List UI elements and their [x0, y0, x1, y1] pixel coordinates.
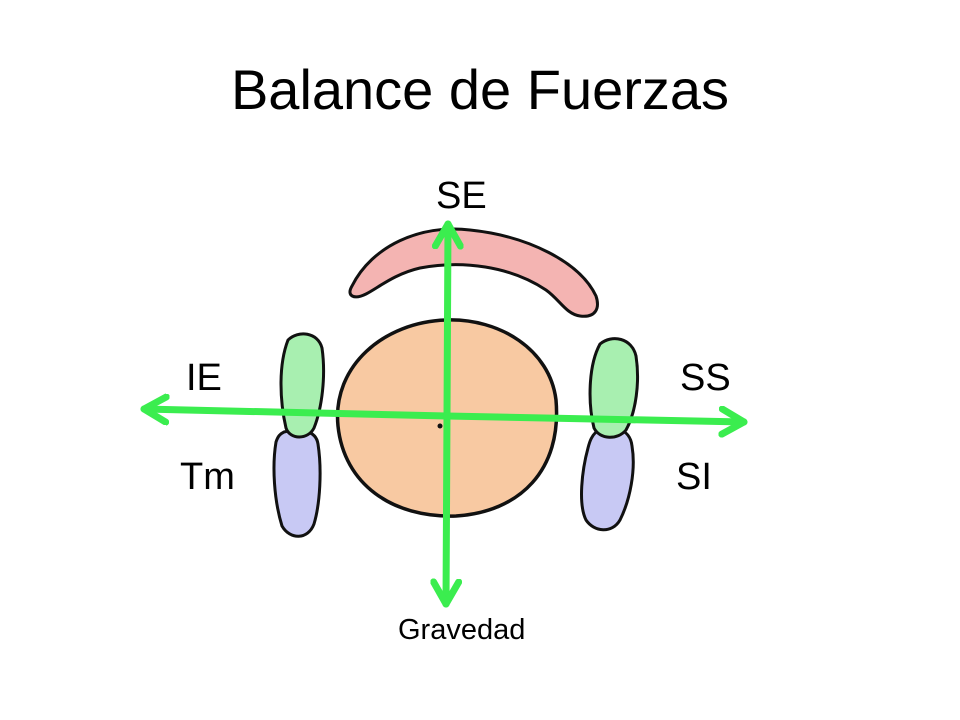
- label-ie: IE: [186, 357, 222, 399]
- left-pad-lower-shape: [272, 428, 322, 538]
- label-se: SE: [436, 175, 487, 217]
- label-tm: Tm: [180, 456, 235, 498]
- arrow-up: [447, 220, 448, 420]
- diagram-title: Balance de Fuerzas: [230, 58, 730, 121]
- arrow-down: [446, 412, 447, 608]
- label-gravedad: Gravedad: [398, 614, 526, 646]
- left-pad-upper-shape: [279, 332, 326, 439]
- arrow-right: [443, 416, 748, 422]
- upper-arc-shape: [348, 227, 599, 318]
- right-pad-lower-shape: [580, 426, 635, 532]
- right-pad-upper-shape: [588, 337, 640, 439]
- label-ss: SS: [680, 357, 731, 399]
- arrow-left: [140, 409, 451, 416]
- center-point: [437, 423, 443, 429]
- label-si: SI: [676, 456, 712, 498]
